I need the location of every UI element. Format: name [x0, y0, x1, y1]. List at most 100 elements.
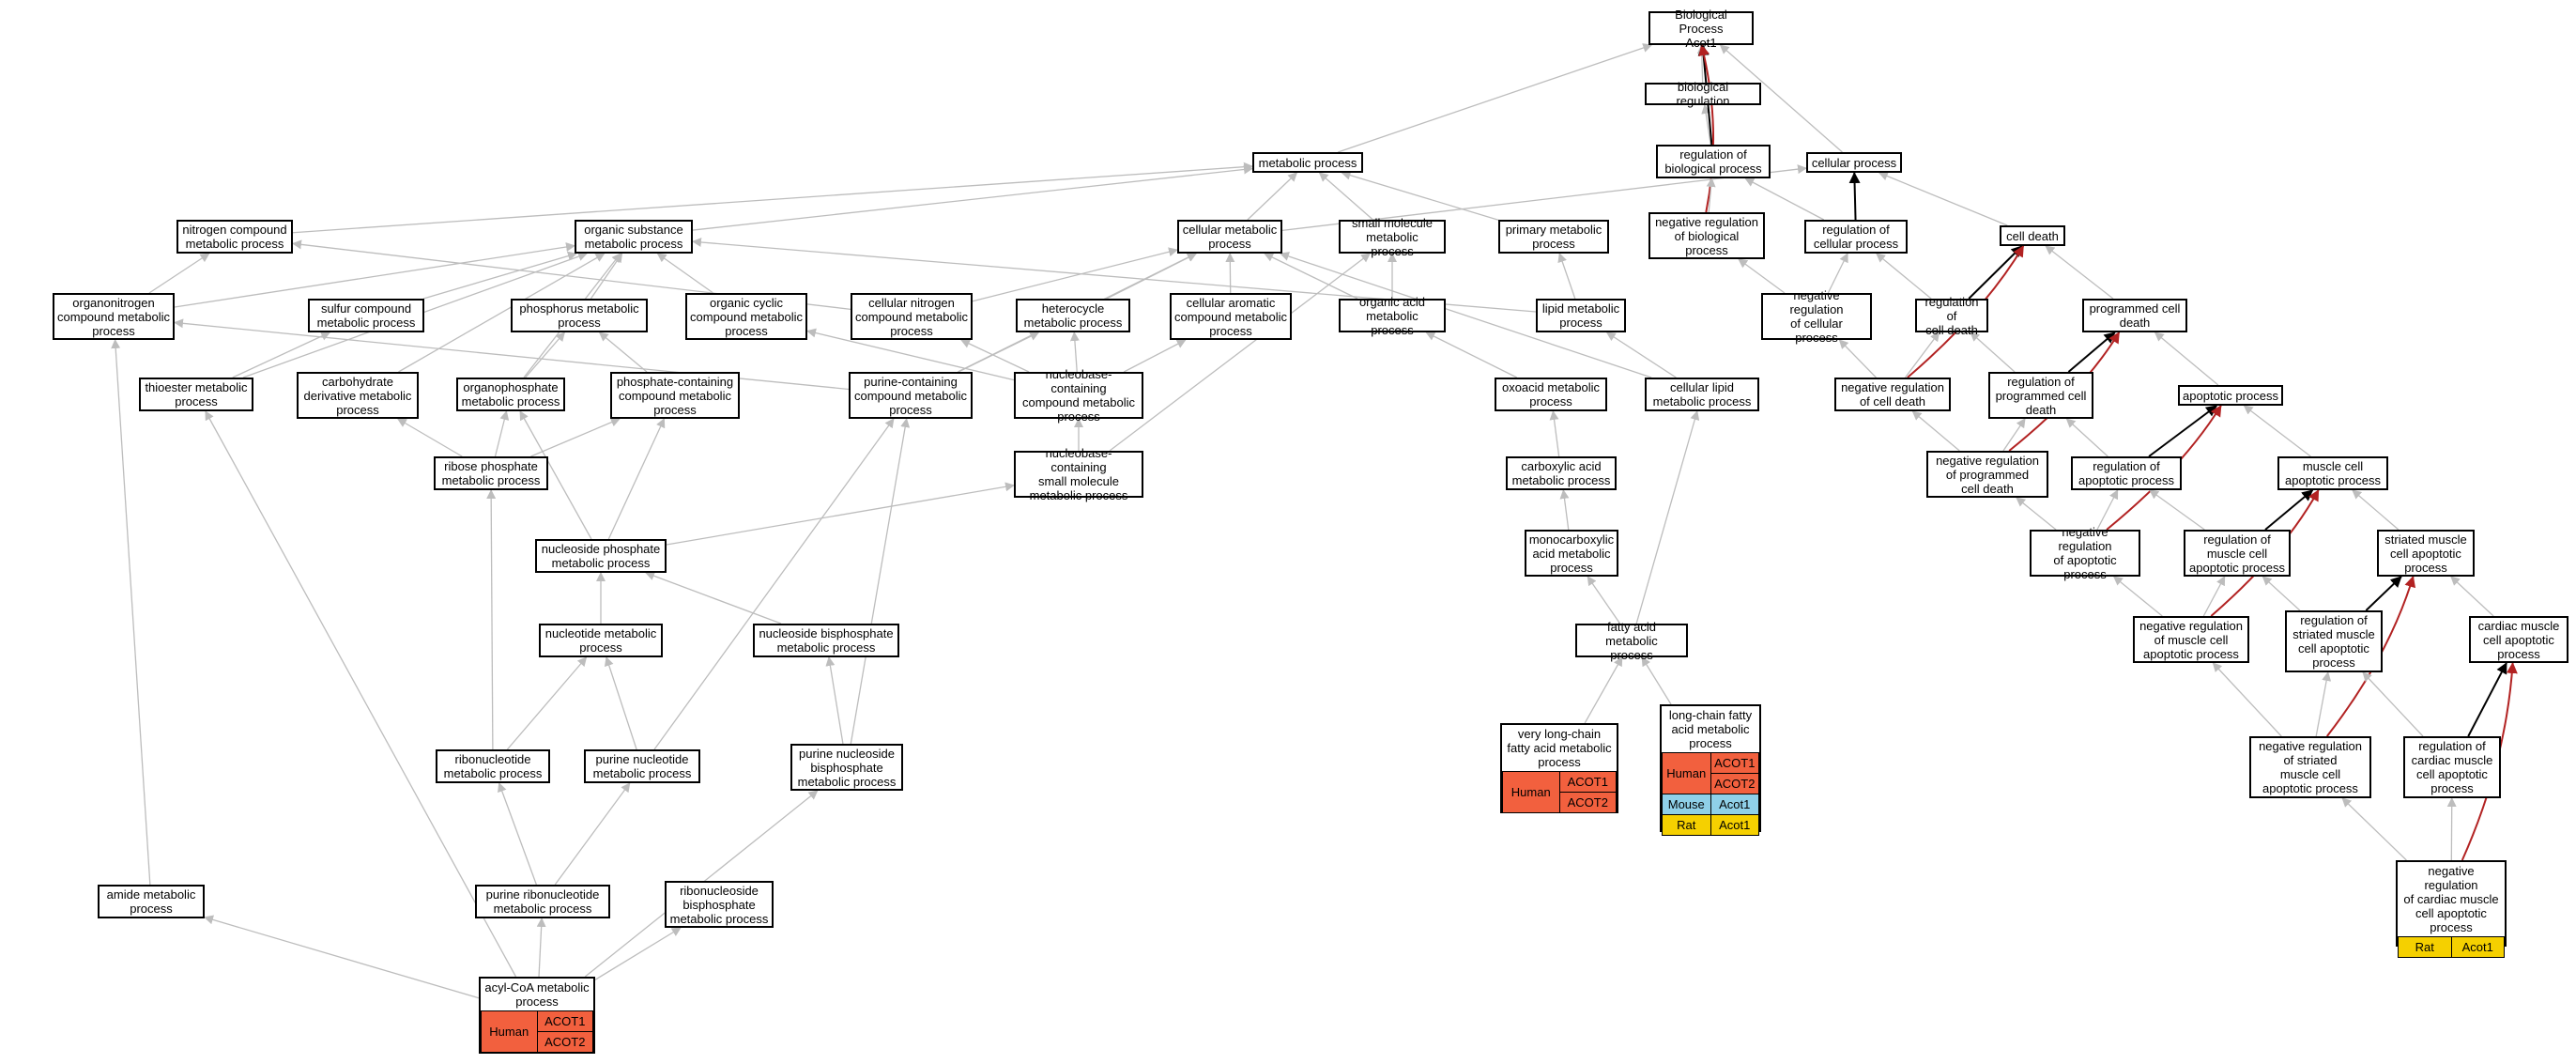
- go-term-regapop[interactable]: regulation of apoptotic process: [2071, 456, 2182, 490]
- go-term-fatty[interactable]: fatty acid metabolic process: [1575, 620, 1688, 662]
- go-term-ribonucbis[interactable]: ribonucleoside bisphosphate metabolic pr…: [665, 881, 774, 928]
- go-term-oxo[interactable]: oxoacid metabolic process: [1495, 378, 1607, 411]
- go-term-regmcap[interactable]: regulation of muscle cell apoptotic proc…: [2184, 530, 2291, 577]
- edge-negcell-to-regcell: [1827, 253, 1848, 294]
- go-term-vlcfa[interactable]: very long-chain fatty acid metabolic pro…: [1500, 723, 1618, 813]
- edge-regpcd-to-regcd: [1970, 332, 2016, 373]
- gene-cell: ACOT1: [1558, 771, 1617, 793]
- edge-phosph-to-orgsub: [590, 253, 623, 300]
- go-term-bioreg[interactable]: biological regulation: [1645, 80, 1761, 108]
- go-term-metab[interactable]: metabolic process: [1252, 152, 1363, 173]
- edge-smallmol-to-metab: [1318, 172, 1373, 221]
- go-term-smallmol[interactable]: small molecule metabolic process: [1339, 216, 1446, 258]
- edge-carbo-to-orgsub: [398, 253, 606, 373]
- go-term-primary[interactable]: primary metabolic process: [1498, 220, 1609, 254]
- go-term-phosph[interactable]: phosphorus metabolic process: [511, 299, 648, 332]
- edge-ribonuc-to-nucleotide: [506, 656, 588, 750]
- go-term-negbio[interactable]: negative regulation of biological proces…: [1648, 212, 1765, 259]
- go-term-nbcomp[interactable]: nucleobase-containing compound metabolic…: [1014, 367, 1143, 424]
- go-term-purinenuc[interactable]: purine nucleotide metabolic process: [584, 749, 700, 783]
- edge-regpcd-to-pcd: [2067, 332, 2116, 373]
- edge-regcell-to-regbio: [1744, 177, 1825, 221]
- edge-cellmet-to-metab: [1247, 172, 1298, 221]
- edge-negsmcap-to-negmcap: [2212, 662, 2282, 737]
- go-term-purinenucbis[interactable]: purine nucleoside bisphosphate metabolic…: [790, 744, 903, 791]
- gene-cell: Acot1: [2450, 936, 2505, 958]
- go-term-carbo[interactable]: carbohydrate derivative metabolic proces…: [297, 372, 419, 419]
- go-term-cellnitro[interactable]: cellular nitrogen compound metabolic pro…: [851, 293, 973, 340]
- go-term-regsmcap[interactable]: regulation of striated muscle cell apopt…: [2285, 610, 2383, 672]
- edge-lipid-to-primary: [1557, 253, 1576, 300]
- go-term-regpcd[interactable]: regulation of programmed cell death: [1988, 372, 2093, 419]
- go-term-mcap[interactable]: muscle cell apoptotic process: [2277, 456, 2388, 490]
- go-term-smcap[interactable]: striated muscle cell apoptotic process: [2377, 530, 2475, 577]
- go-term-monocarb[interactable]: monocarboxylic acid metabolic process: [1525, 530, 1618, 577]
- go-term-pcd[interactable]: programmed cell death: [2082, 299, 2187, 332]
- go-term-negmcap[interactable]: negative regulation of muscle cell apopt…: [2133, 616, 2249, 663]
- edge-regcmcap-to-cmcap: [2467, 662, 2507, 737]
- go-term-nucbis[interactable]: nucleoside bisphosphate metabolic proces…: [753, 624, 899, 657]
- go-term-regcd[interactable]: regulation of cell death: [1915, 295, 1988, 337]
- go-term-ribonuc[interactable]: ribonucleotide metabolic process: [436, 749, 550, 783]
- edge-regcmcap-to-regsmcap: [2362, 671, 2424, 737]
- go-term-negsmcap[interactable]: negative regulation of striated muscle c…: [2249, 736, 2371, 798]
- go-term-negcell[interactable]: negative regulation of cellular process: [1761, 288, 1872, 345]
- edge-purineribo-to-ribonuc: [498, 782, 537, 886]
- edge-smcap-to-mcap: [2352, 489, 2400, 531]
- go-term-amide[interactable]: amide metabolic process: [98, 885, 205, 918]
- go-term-negcmcap[interactable]: negative regulation of cardiac muscle ce…: [2396, 860, 2507, 958]
- go-term-celllipid[interactable]: cellular lipid metabolic process: [1645, 378, 1759, 411]
- go-term-hetero[interactable]: heterocycle metabolic process: [1016, 299, 1130, 332]
- go-term-regcell[interactable]: regulation of cellular process: [1804, 220, 1908, 254]
- go-term-sulfur[interactable]: sulfur compound metabolic process: [308, 299, 424, 332]
- go-term-carbox[interactable]: carboxylic acid metabolic process: [1506, 456, 1617, 490]
- go-term-celldeath[interactable]: cell death: [2000, 225, 2065, 246]
- go-term-label: long-chain fatty acid metabolic process: [1668, 708, 1753, 750]
- edge-nbcomp-to-orgcyc: [806, 328, 1015, 381]
- edge-orgacid-to-cellmet: [1264, 253, 1358, 300]
- go-term-orgsub[interactable]: organic substance metabolic process: [575, 220, 693, 254]
- edge-primary-to-metab: [1341, 170, 1499, 221]
- go-term-purineribo[interactable]: purine ribonucleotide metabolic process: [475, 885, 610, 918]
- go-term-negapop[interactable]: negative regulation of apoptotic process: [2030, 525, 2140, 581]
- go-term-cmcap[interactable]: cardiac muscle cell apoptotic process: [2469, 616, 2568, 663]
- edge-nbsmall-to-smallmol: [1109, 253, 1372, 452]
- go-term-nbsmall[interactable]: nucleobase-containing small molecule met…: [1014, 446, 1143, 502]
- edge-ribP-to-carbo: [396, 418, 463, 457]
- go-term-bp[interactable]: Biological Process Acot1: [1648, 8, 1754, 50]
- edge-regcell-to-cellproc: [1848, 172, 1861, 221]
- species-cell: Rat: [1662, 814, 1711, 836]
- edge-nucP-to-nbsmall: [666, 482, 1015, 546]
- go-term-nitro[interactable]: nitrogen compound metabolic process: [176, 220, 293, 254]
- edge-metab-to-bp: [1338, 43, 1653, 153]
- go-term-cellarom[interactable]: cellular aromatic compound metabolic pro…: [1170, 293, 1292, 340]
- go-term-organoP[interactable]: organophosphate metabolic process: [456, 378, 565, 411]
- species-cell: Rat: [2398, 936, 2452, 958]
- edge-regapop-to-apop: [2148, 405, 2218, 457]
- go-term-purinecont[interactable]: purine-containing compound metabolic pro…: [849, 372, 973, 419]
- go-term-phoscont[interactable]: phosphate-containing compound metabolic …: [610, 372, 740, 419]
- edge-purinenuc-to-nucleotide: [604, 656, 637, 750]
- go-term-cellmet[interactable]: cellular metabolic process: [1177, 220, 1282, 254]
- go-term-orgnitro[interactable]: organonitrogen compound metabolic proces…: [53, 293, 175, 340]
- go-term-nucleotide[interactable]: nucleotide metabolic process: [539, 624, 663, 657]
- go-term-regcmcap[interactable]: regulation of cardiac muscle cell apopto…: [2403, 736, 2501, 798]
- go-term-negpcd[interactable]: negative regulation of programmed cell d…: [1926, 451, 2048, 498]
- go-term-thioester[interactable]: thioester metabolic process: [139, 378, 253, 411]
- go-term-lipid[interactable]: lipid metabolic process: [1536, 299, 1626, 332]
- go-term-apop[interactable]: apoptotic process: [2178, 385, 2283, 406]
- go-term-orgcyc[interactable]: organic cyclic compound metabolic proces…: [685, 293, 807, 340]
- go-term-negcd[interactable]: negative regulation of cell death: [1834, 378, 1951, 411]
- edge-nucbis-to-nucP: [645, 571, 782, 625]
- go-term-cellproc[interactable]: cellular process: [1806, 152, 1902, 173]
- go-term-regbio[interactable]: regulation of biological process: [1656, 145, 1771, 178]
- go-term-nucP[interactable]: nucleoside phosphate metabolic process: [535, 539, 667, 573]
- go-term-orgacid[interactable]: organic acid metabolic process: [1339, 295, 1446, 337]
- edge-regmcap-to-regapop: [2149, 489, 2205, 531]
- edge-negcd-to-negcell: [1838, 339, 1877, 378]
- go-term-ribP[interactable]: ribose phosphate metabolic process: [434, 456, 548, 490]
